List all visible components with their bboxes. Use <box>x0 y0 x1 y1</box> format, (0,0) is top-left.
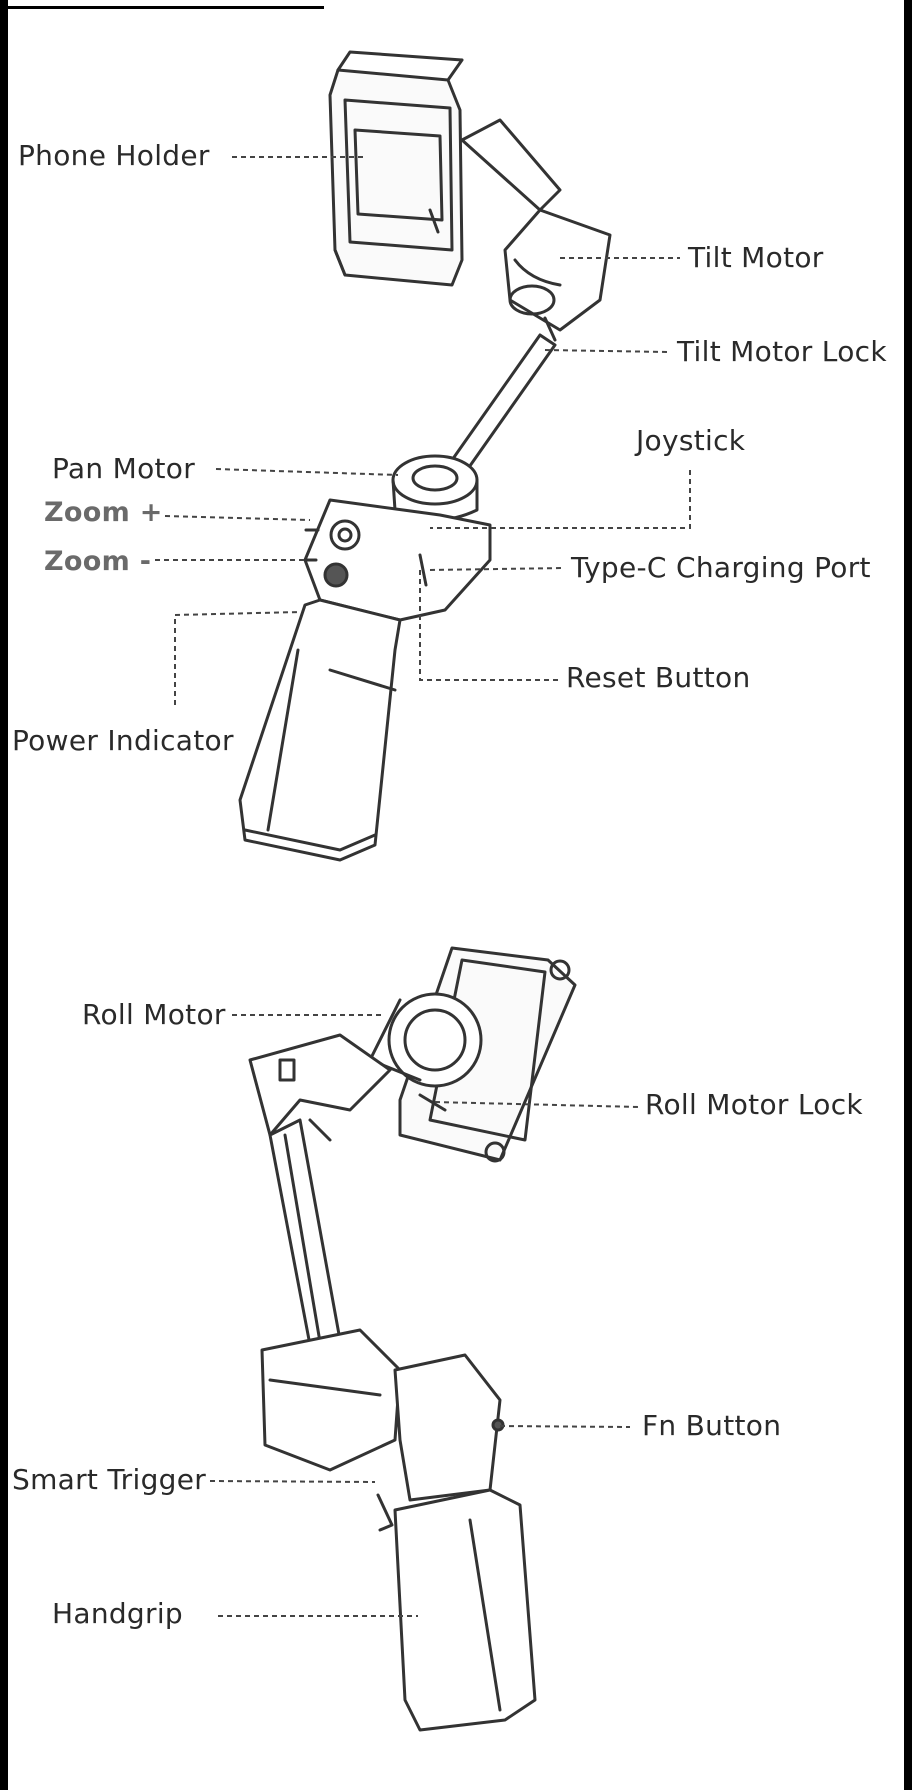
label-smart-trigger: Smart Trigger <box>12 1463 207 1496</box>
joystick-knob <box>329 519 361 551</box>
top-rule <box>8 6 324 9</box>
label-phone-holder: Phone Holder <box>18 139 210 172</box>
leader-lines <box>155 156 691 1617</box>
label-joystick: Joystick <box>636 424 746 457</box>
label-handgrip: Handgrip <box>52 1597 183 1630</box>
right-border <box>904 0 912 1790</box>
rear-lower-body <box>260 1328 402 1472</box>
gimbal-front-view <box>238 50 612 862</box>
rear-handle-top <box>393 1353 502 1502</box>
control-panel <box>303 498 492 622</box>
extension-rod <box>443 333 557 482</box>
label-fn-button: Fn Button <box>642 1409 782 1442</box>
label-power-indicator: Power Indicator <box>12 724 234 757</box>
rear-upper-arm <box>248 1033 392 1137</box>
label-roll-motor-lock: Roll Motor Lock <box>645 1088 863 1121</box>
label-tilt-motor: Tilt Motor <box>688 241 824 274</box>
label-type-c-port: Type-C Charging Port <box>571 551 871 584</box>
label-zoom-plus: Zoom + <box>44 497 163 528</box>
tilt-arm <box>460 118 562 212</box>
rear-grip <box>393 1488 537 1732</box>
tilt-motor-body <box>503 208 612 332</box>
roll-motor-body <box>387 992 483 1088</box>
label-reset-button: Reset Button <box>566 661 751 694</box>
rear-vertical-arm <box>268 1118 342 1347</box>
front-grip <box>238 598 402 862</box>
label-zoom-minus: Zoom - <box>44 546 152 577</box>
left-border <box>0 0 8 1790</box>
label-roll-motor: Roll Motor <box>82 998 226 1031</box>
label-tilt-motor-lock: Tilt Motor Lock <box>677 335 887 368</box>
label-pan-motor: Pan Motor <box>52 452 196 485</box>
gimbal-rear-view <box>248 946 577 1732</box>
pan-motor-body <box>391 454 479 506</box>
phone-holder-clamp <box>328 68 464 287</box>
